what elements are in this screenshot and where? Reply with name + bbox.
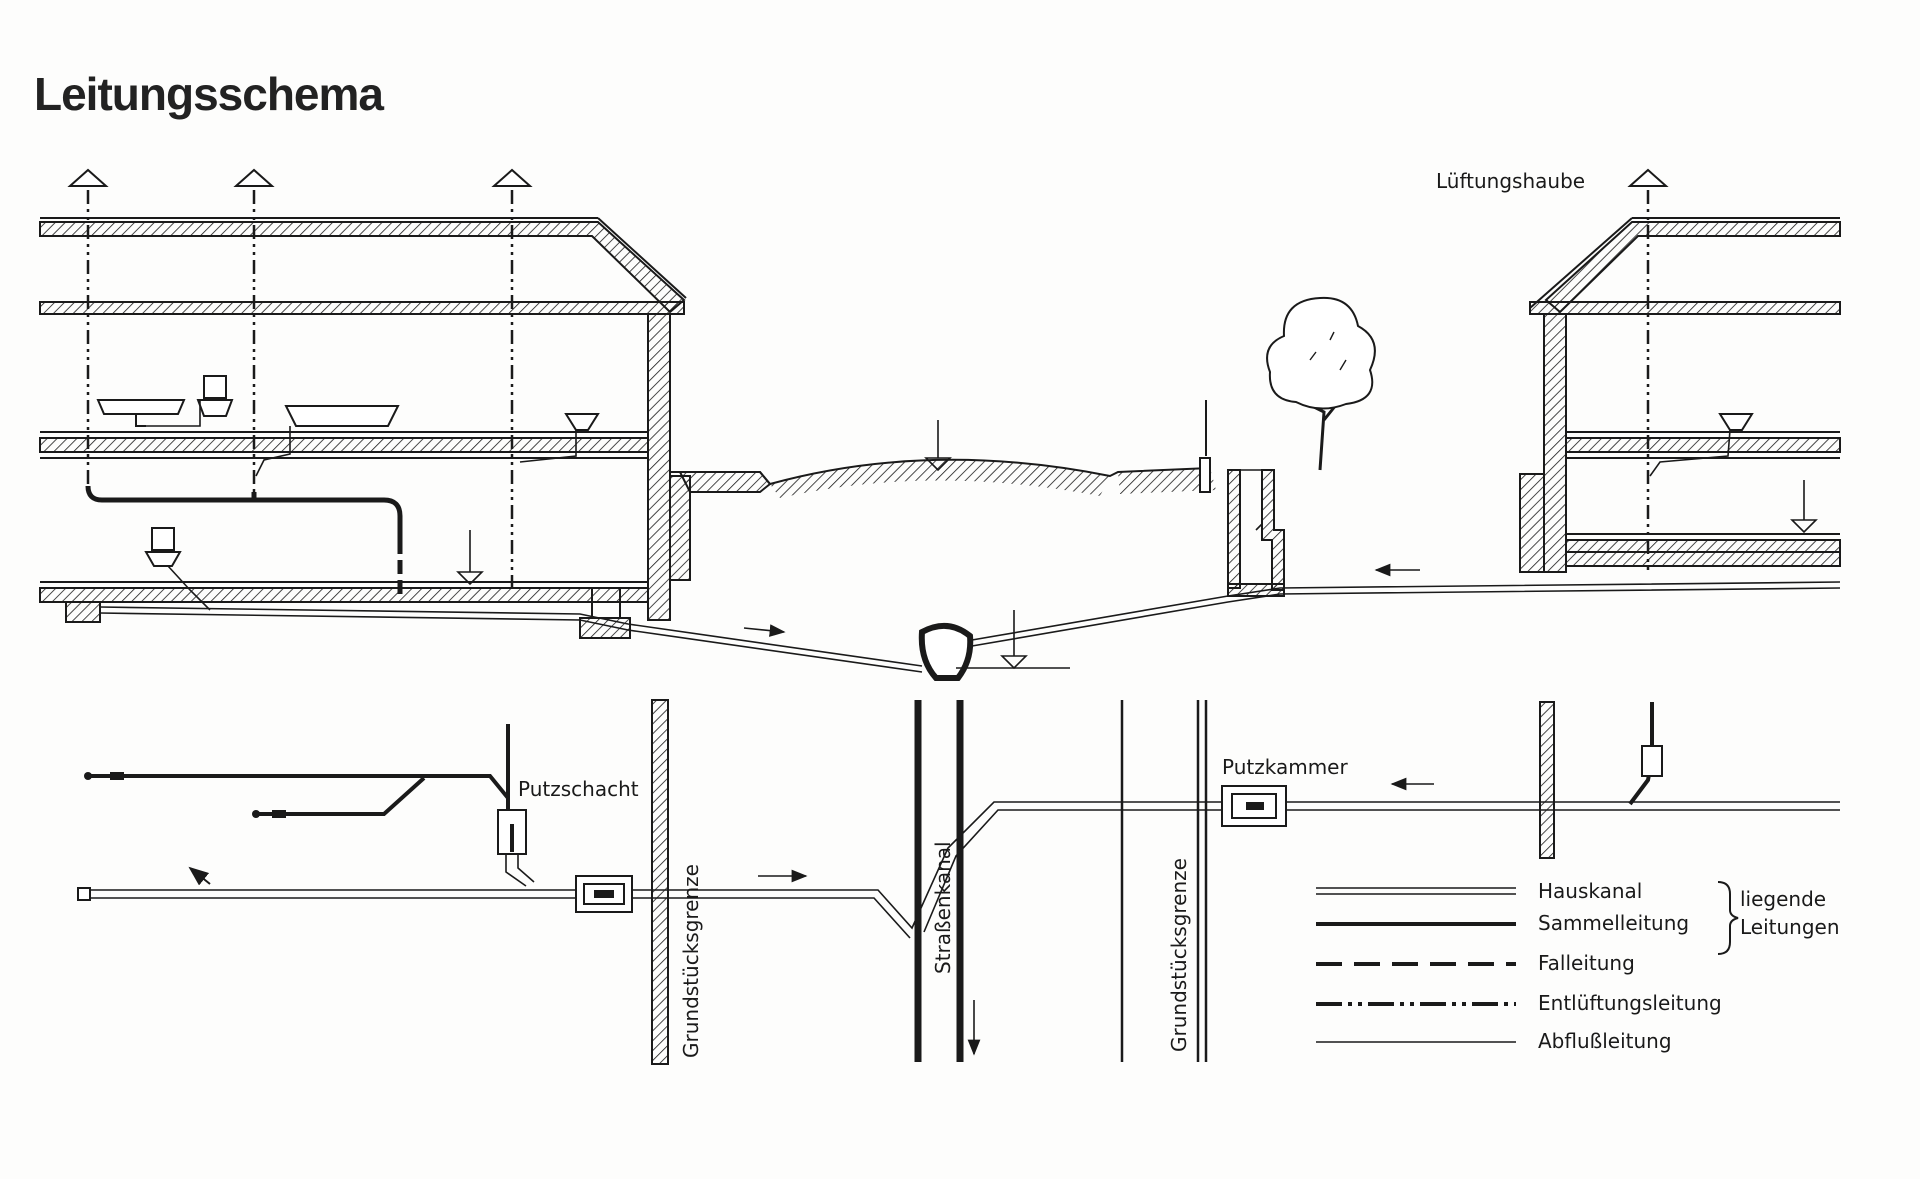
vent-cap-icon (491, 168, 533, 187)
toilet-icon (196, 375, 234, 417)
plan-view (77, 699, 1840, 1065)
bathtub-icon (284, 405, 400, 427)
vent-cap-icon (233, 168, 275, 187)
vent-hood-label: Lüftungshaube (1436, 169, 1585, 193)
clean-out-shaft-label: Putzschacht (518, 777, 639, 801)
property-line-label-left: Grundstücksgrenze (679, 864, 703, 1058)
tree-icon (1266, 296, 1376, 471)
house-sewer-section (99, 606, 923, 673)
legend-swatch-double (1316, 887, 1516, 895)
sink-icon (564, 413, 600, 431)
clean-out-chamber-label: Putzkammer (1222, 755, 1348, 779)
legend-label: Entlüftungsleitung (1538, 991, 1722, 1015)
vent-cap-icon (67, 168, 109, 187)
right-building-section (1519, 168, 1841, 573)
sink-icon (1718, 413, 1754, 431)
legend-group-label-2: Leitungen (1740, 915, 1840, 939)
legend-label: Abflußleitung (1538, 1029, 1672, 1053)
left-building-section (39, 168, 691, 639)
street-sewer-label: Straßenkanal (931, 841, 955, 974)
basement-toilet-icon (144, 527, 182, 567)
legend-group-label-1: liegende (1740, 887, 1826, 911)
diagram-title: Leitungsschema (34, 68, 384, 120)
legend-label: Sammelleitung (1538, 911, 1689, 935)
vent-cap-icon (1627, 168, 1669, 187)
legend-label: Falleitung (1538, 951, 1635, 975)
level-marker-icon (1790, 480, 1818, 534)
level-marker-icon (456, 530, 484, 586)
right-house-sewer-section (971, 469, 1841, 647)
level-marker-icon (924, 420, 952, 472)
legend: Hauskanal Sammelleitung Falleitung Entlü… (1316, 879, 1840, 1053)
property-line-label-right: Grundstücksgrenze (1167, 858, 1191, 1052)
ground-surface (670, 400, 1216, 498)
legend-brace (1717, 881, 1739, 955)
legend-label: Hauskanal (1538, 879, 1642, 903)
street-sewer-section (918, 610, 1070, 681)
washbasin-icon (96, 399, 186, 427)
